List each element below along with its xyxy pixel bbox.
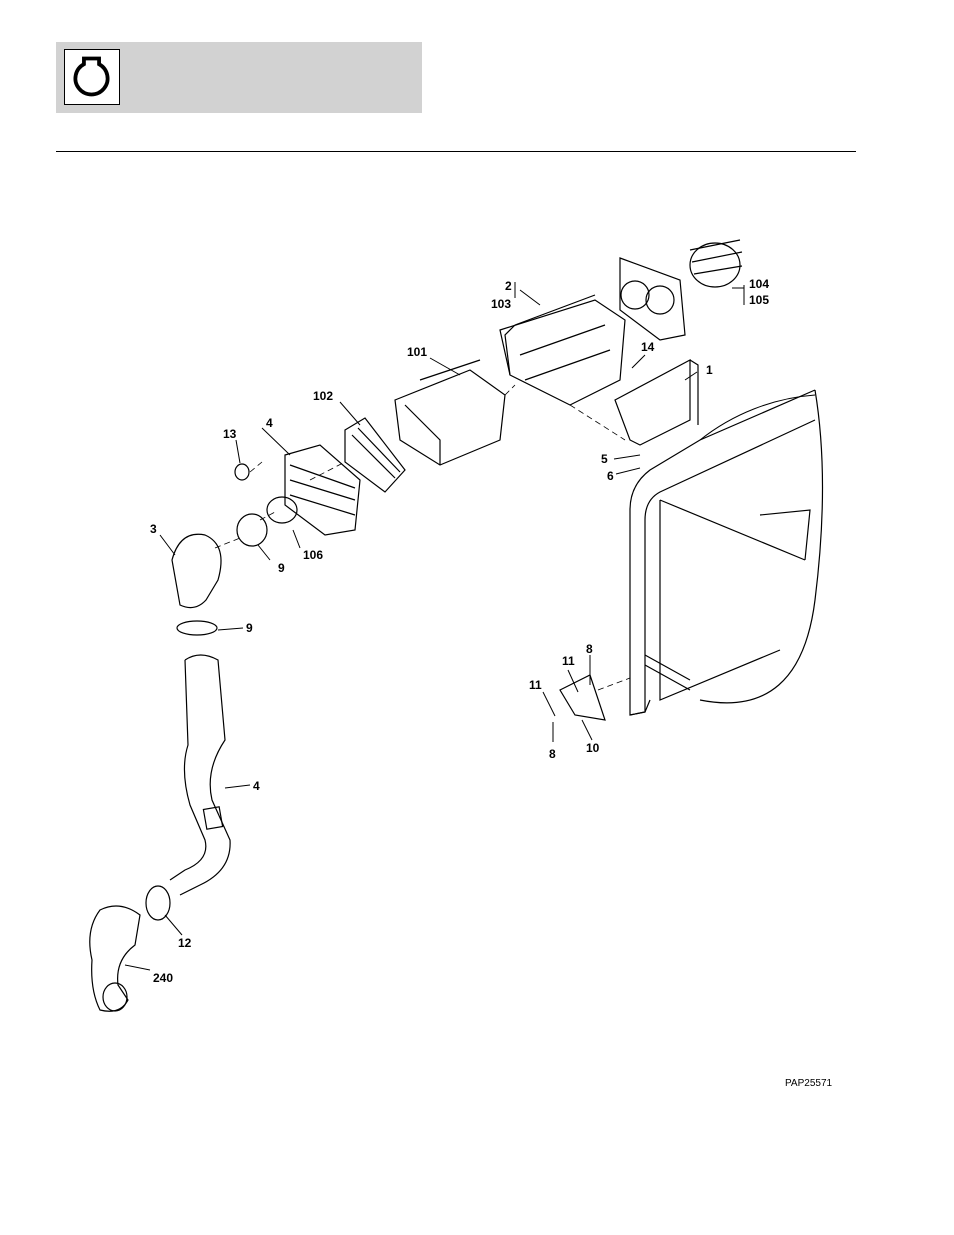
callout-13: 13: [223, 427, 237, 441]
callout-104: 104: [749, 277, 769, 291]
vacuator-valve: [235, 464, 249, 480]
callout-10: 10: [586, 741, 600, 755]
callout-11-upper: 11: [562, 654, 575, 668]
mounting-bracket: [615, 360, 698, 445]
housing-body: [267, 445, 360, 535]
cover-plate: [560, 675, 605, 720]
secondary-filter-element: [345, 418, 405, 492]
cab-frame: [630, 390, 823, 715]
callout-leaders: [125, 282, 744, 970]
callout-5: 5: [601, 452, 608, 466]
hose-240: [90, 906, 140, 1011]
callout-4-housing: 4: [266, 416, 273, 430]
callout-14: 14: [641, 340, 655, 354]
intake-tube: [170, 655, 230, 895]
callout-9-lower: 9: [246, 621, 253, 635]
elbow-hose: [172, 534, 221, 607]
callout-106: 106: [303, 548, 323, 562]
callout-103: 103: [491, 297, 511, 311]
primary-filter-element: [395, 360, 505, 465]
callout-102: 102: [313, 389, 333, 403]
callout-101: 101: [407, 345, 427, 359]
callout-8-lower: 8: [549, 747, 556, 761]
cleaner-cover: [620, 258, 685, 340]
callout-12: 12: [178, 936, 192, 950]
callout-11-lower: 11: [529, 678, 542, 692]
callout-4-tube: 4: [253, 779, 260, 793]
callout-8-upper: 8: [586, 642, 593, 656]
air-cleaner-housing: [500, 295, 625, 405]
callout-3: 3: [150, 522, 157, 536]
pre-cleaner-cap: [690, 240, 742, 287]
callout-6: 6: [607, 469, 614, 483]
callout-9-upper: 9: [278, 561, 285, 575]
figure-code: PAP25571: [785, 1078, 832, 1089]
callout-240: 240: [153, 971, 173, 985]
hose-clamp-lower: [177, 621, 217, 635]
callout-1: 1: [706, 363, 713, 377]
hose-clamp-12: [146, 886, 170, 920]
callout-105: 105: [749, 293, 769, 307]
assembly-lines: [215, 385, 630, 690]
callout-2: 2: [505, 279, 512, 293]
callout-labels: 2 103 104 105 101 102 14 1 13 4 5 6 3 9 …: [150, 277, 769, 985]
